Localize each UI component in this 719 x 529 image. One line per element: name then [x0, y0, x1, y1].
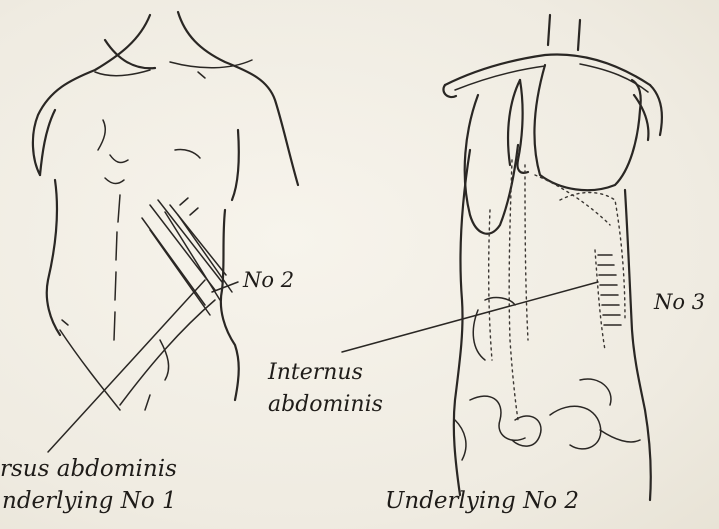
left-torso-figure [33, 12, 298, 452]
caption-left-line1: rsus abdominis [0, 458, 177, 481]
label-no2-left: No 2 [243, 270, 294, 291]
label-no3-right: No 3 [654, 292, 705, 313]
right-torso-figure [342, 15, 662, 500]
caption-left-line2: nderlying No 1 [2, 490, 177, 513]
label-abdominis: abdominis [268, 394, 383, 416]
label-internus: Internus [268, 362, 363, 384]
caption-right: Underlying No 2 [385, 490, 579, 513]
